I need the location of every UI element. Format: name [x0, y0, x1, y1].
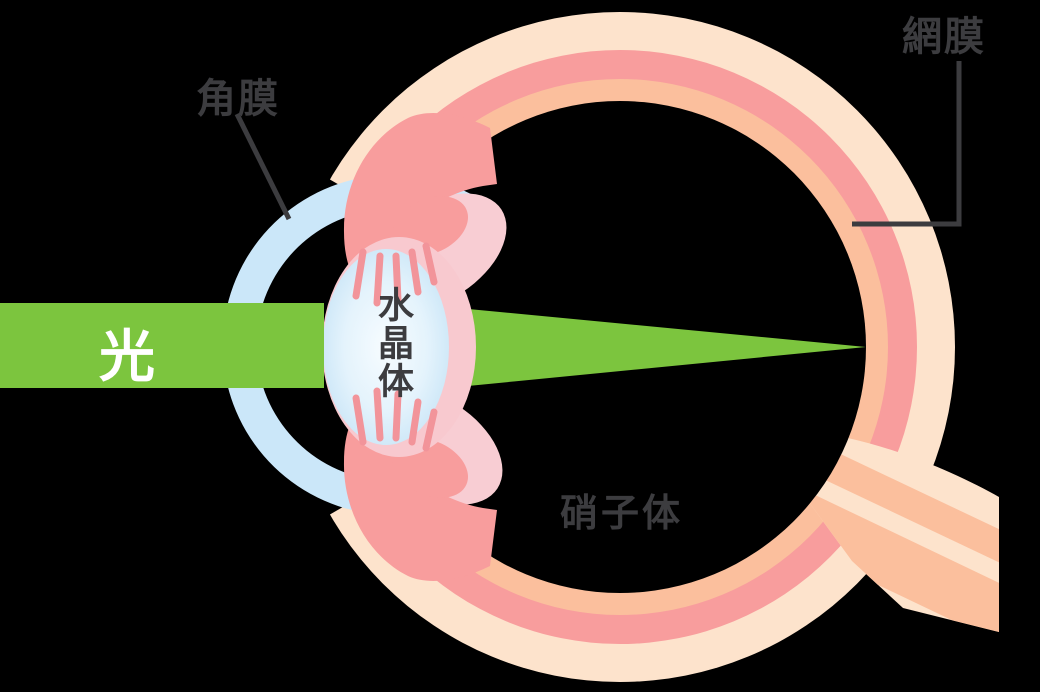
retina-leader-line — [852, 61, 962, 227]
label-lens: 水晶体 — [372, 286, 413, 400]
light-beam-cone — [437, 306, 866, 389]
label-cornea: 角膜 — [196, 76, 280, 122]
light-beam-band — [0, 303, 324, 388]
label-vitreous: 硝子体 — [560, 491, 684, 535]
cornea-leader-line — [234, 112, 292, 221]
label-light: 光 — [99, 325, 155, 390]
zonule-fibers — [352, 242, 438, 452]
label-retina: 網膜 — [902, 14, 986, 60]
